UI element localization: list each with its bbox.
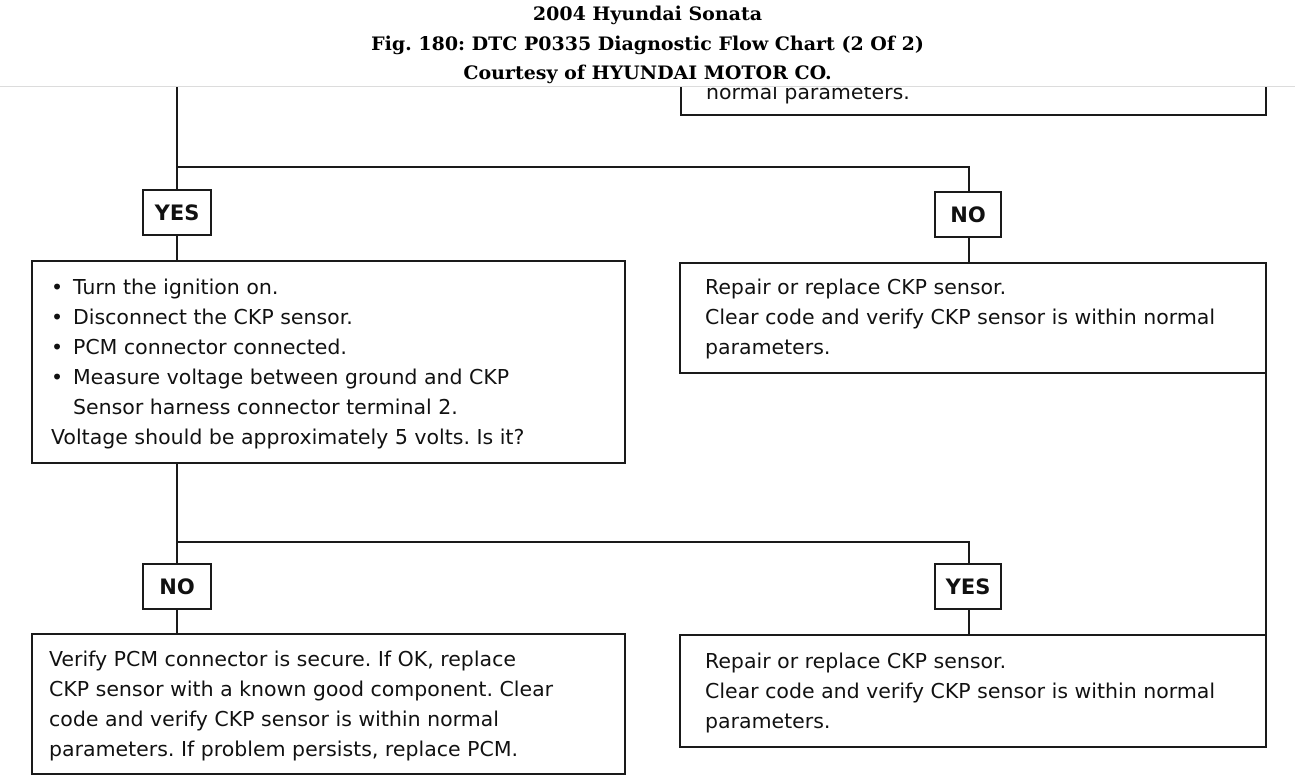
voltage-check-box: Turn the ignition on. Disconnect the CKP… [31,260,626,464]
voltage-check-text: Turn the ignition on. Disconnect the CKP… [51,272,524,452]
repair-box-2-text: Repair or replace CKP sensor. Clear code… [705,646,1215,736]
repair-box-1-line-2: Clear code and verify CKP sensor is with… [705,305,1216,329]
repair-box-1-line-1: Repair or replace CKP sensor. [705,275,1007,299]
connector-yes2-stem [968,541,970,565]
step-pcm-connected: PCM connector connected. [51,332,524,362]
figure-title: Fig. 180: DTC P0335 Diagnostic Flow Char… [371,33,924,55]
repair-box-1-line-3: parameters. [705,335,831,359]
connector-yes1-stem [176,166,178,190]
connector-no2-stem [176,541,178,565]
connector-yes1-to-box [176,234,178,262]
verify-pcm-box: Verify PCM connector is secure. If OK, r… [31,633,626,775]
vehicle-title: 2004 Hyundai Sonata [532,3,763,25]
repair-box-1: Repair or replace CKP sensor. Clear code… [679,262,1267,374]
connector-no1-stem [968,166,970,192]
decision-yes-1: YES [142,189,212,236]
figure-courtesy: Courtesy of HYUNDAI MOTOR CO. [463,62,832,84]
connector-right-edge-vertical [1265,372,1267,636]
step-measure-voltage-continued: Sensor harness connector terminal 2. [73,395,458,419]
figure-caption: 2004 Hyundai Sonata Fig. 180: DTC P0335 … [0,0,1295,87]
connector-no2-to-box [176,609,178,635]
verify-pcm-line-4: parameters. If problem persists, replace… [49,737,519,761]
repair-box-2-line-2: Clear code and verify CKP sensor is with… [705,679,1216,703]
connector-top-horizontal [176,166,970,168]
repair-box-2: Repair or replace CKP sensor. Clear code… [679,634,1267,748]
repair-box-1-text: Repair or replace CKP sensor. Clear code… [705,272,1215,362]
step-ignition-on: Turn the ignition on. [51,272,524,302]
verify-pcm-line-1: Verify PCM connector is secure. If OK, r… [49,647,516,671]
step-measure-voltage: Measure voltage between ground and CKP [51,362,524,392]
connector-left-mid-vertical [176,463,178,543]
step-disconnect-ckp: Disconnect the CKP sensor. [51,302,524,332]
verify-pcm-text: Verify PCM connector is secure. If OK, r… [49,644,553,764]
decision-yes-2: YES [934,563,1002,610]
voltage-question: Voltage should be approximately 5 volts.… [51,425,525,449]
connector-mid-horizontal [176,541,970,543]
connector-yes2-to-box [968,609,970,635]
repair-box-2-line-1: Repair or replace CKP sensor. [705,649,1007,673]
verify-pcm-line-2: CKP sensor with a known good component. … [49,677,554,701]
decision-no-1: NO [934,191,1002,238]
repair-box-2-line-3: parameters. [705,709,831,733]
connector-no1-to-box [968,236,970,264]
connector-left-top-vertical [176,86,178,168]
verify-pcm-line-3: code and verify CKP sensor is within nor… [49,707,499,731]
decision-no-2: NO [142,563,212,610]
